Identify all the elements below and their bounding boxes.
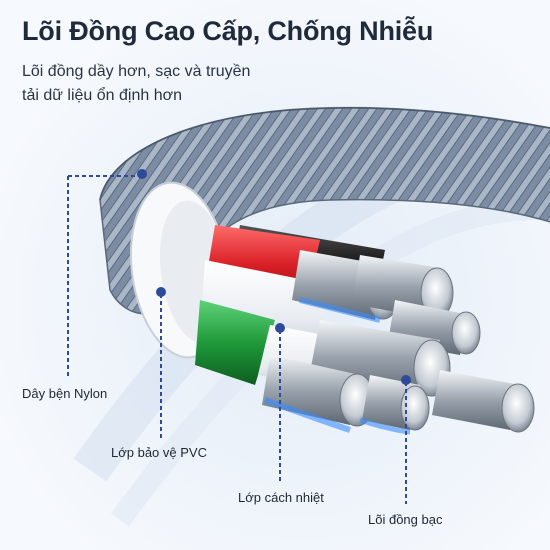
subheadline: Lõi đồng dầy hơn, sạc và truyền tải dữ l…	[22, 60, 250, 108]
label-pvc-layer: Lớp bảo vệ PVC	[111, 445, 207, 460]
subheadline-line-1: Lõi đồng dầy hơn, sạc và truyền	[22, 63, 251, 80]
callout-dot-copper	[401, 375, 411, 385]
label-silver-copper-core: Lõi đồng bạc	[368, 512, 443, 527]
callout-dot-insulation	[275, 323, 285, 333]
label-insulation-layer: Lớp cách nhiệt	[238, 490, 324, 505]
silver-copper-strands	[262, 250, 535, 433]
headline: Lõi Đồng Cao Cấp, Chống Nhiễu	[22, 16, 434, 46]
callout-dot-nylon	[137, 169, 147, 179]
label-nylon-braid: Dây bện Nylon	[22, 386, 108, 401]
callout-nylon	[67, 175, 140, 378]
subheadline-line-2: tải dữ liệu ổn định hơn	[22, 87, 182, 104]
callout-dot-pvc	[156, 287, 166, 297]
